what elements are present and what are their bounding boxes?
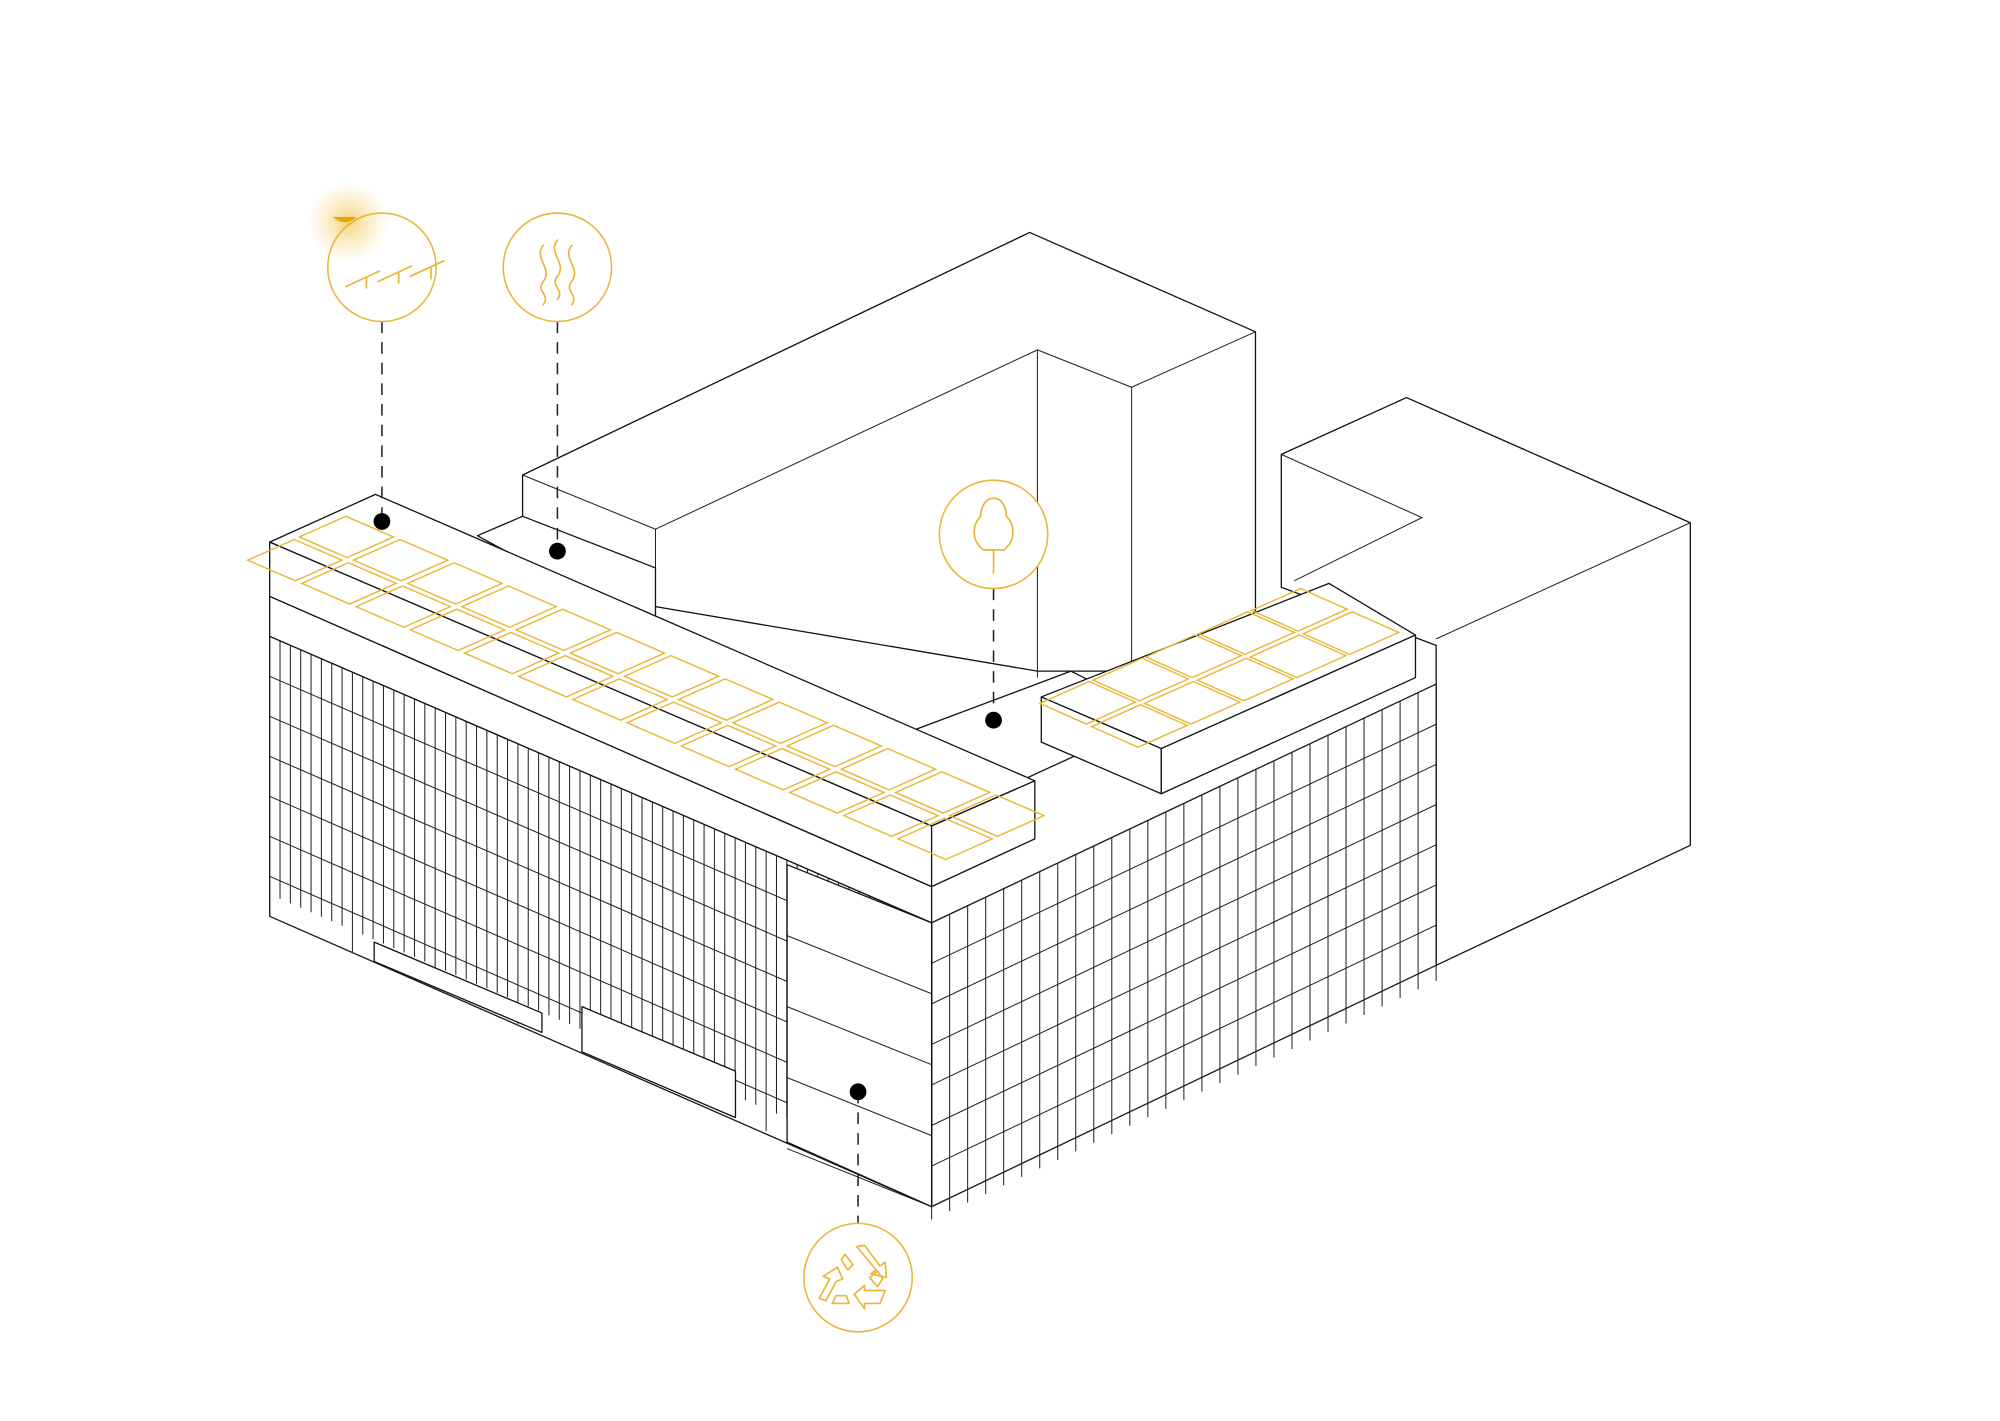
solar-panel bbox=[1195, 657, 1295, 702]
solar-panel bbox=[514, 608, 613, 652]
core-floor bbox=[786, 864, 932, 924]
marker-dot-heat bbox=[549, 542, 566, 560]
solar-panel bbox=[571, 678, 669, 721]
solar-panel bbox=[351, 538, 450, 582]
solar-panel bbox=[679, 724, 778, 768]
solar-panel bbox=[300, 561, 398, 605]
solar-panel bbox=[245, 538, 344, 582]
solar-panel bbox=[568, 631, 667, 675]
marker-dot-solar bbox=[373, 513, 391, 530]
solar-panel bbox=[1249, 587, 1349, 632]
solar-panel bbox=[622, 654, 721, 698]
solar-panel bbox=[947, 794, 1046, 838]
solar-panel bbox=[1144, 634, 1244, 679]
solar-panel bbox=[785, 724, 884, 768]
recycle-icon bbox=[803, 1222, 914, 1333]
solar-panel bbox=[625, 701, 724, 745]
solar-panel bbox=[1248, 634, 1348, 679]
solar-panel bbox=[893, 771, 992, 814]
podium-block bbox=[373, 941, 543, 1034]
solar-panel bbox=[896, 817, 995, 861]
tree-icon bbox=[938, 479, 1049, 590]
solar-panel bbox=[1089, 703, 1189, 749]
podium-block bbox=[581, 1005, 737, 1119]
heat-waves-icon bbox=[502, 212, 613, 323]
solar-panel bbox=[462, 631, 561, 675]
solar-panel bbox=[405, 561, 504, 605]
callouts bbox=[309, 183, 1049, 1333]
solar-panel bbox=[1142, 680, 1242, 725]
solar-panel bbox=[731, 701, 829, 745]
left-roof-side bbox=[930, 780, 1036, 888]
solar-panel bbox=[1196, 611, 1296, 656]
solar-panel bbox=[842, 794, 940, 838]
solar-panel bbox=[408, 608, 507, 652]
solar-panel bbox=[733, 747, 832, 791]
right-roof-side bbox=[1160, 634, 1417, 795]
core-floor bbox=[786, 1077, 932, 1137]
floor-line bbox=[269, 915, 932, 1208]
core-floor bbox=[786, 1148, 932, 1208]
solar-panel bbox=[354, 585, 453, 629]
solar-panel bbox=[676, 678, 775, 721]
solar-panel bbox=[460, 585, 558, 629]
solar-panel bbox=[1091, 657, 1191, 702]
solar-panel bbox=[1038, 680, 1138, 725]
solar-panel bbox=[787, 771, 886, 814]
solar-panel bbox=[1301, 611, 1401, 656]
solar-panel-icon bbox=[309, 183, 445, 323]
core-floor bbox=[786, 1006, 932, 1066]
marker-dot-recycling bbox=[849, 1083, 867, 1101]
solar-panel bbox=[839, 747, 938, 791]
marker-dot-greenery bbox=[985, 711, 1002, 729]
core-floor bbox=[786, 935, 932, 995]
solar-panel bbox=[516, 654, 615, 698]
solar-panel bbox=[297, 515, 396, 559]
main-building bbox=[269, 493, 1437, 1220]
solar-panels bbox=[245, 515, 1401, 861]
